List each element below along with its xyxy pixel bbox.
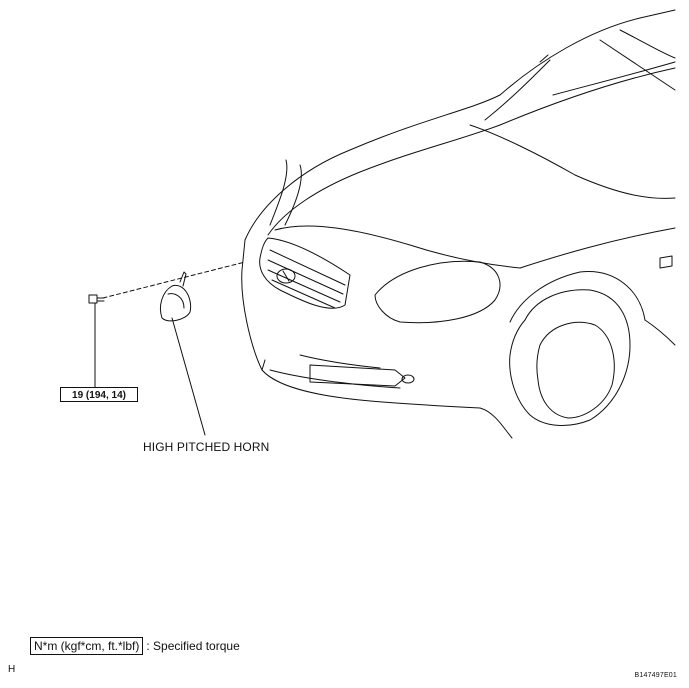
torque-units-box: N*m (kgf*cm, ft.*lbf): [30, 637, 144, 655]
install-leader-line: [102, 261, 246, 299]
horn-label: HIGH PITCHED HORN: [143, 440, 270, 454]
horn-callout-line: [171, 317, 206, 436]
figure-code: B147497E01: [634, 672, 677, 679]
bolt: [88, 294, 105, 304]
torque-legend-text: : Specified torque: [146, 639, 240, 653]
torque-spec-box: 19 (194, 14): [60, 387, 138, 402]
torque-legend: N*m (kgf*cm, ft.*lbf): Specified torque: [30, 637, 240, 655]
corner-letter: H: [8, 664, 16, 675]
car-body: [241, 9, 676, 439]
front-grille: [259, 237, 351, 309]
horn: [159, 271, 192, 322]
